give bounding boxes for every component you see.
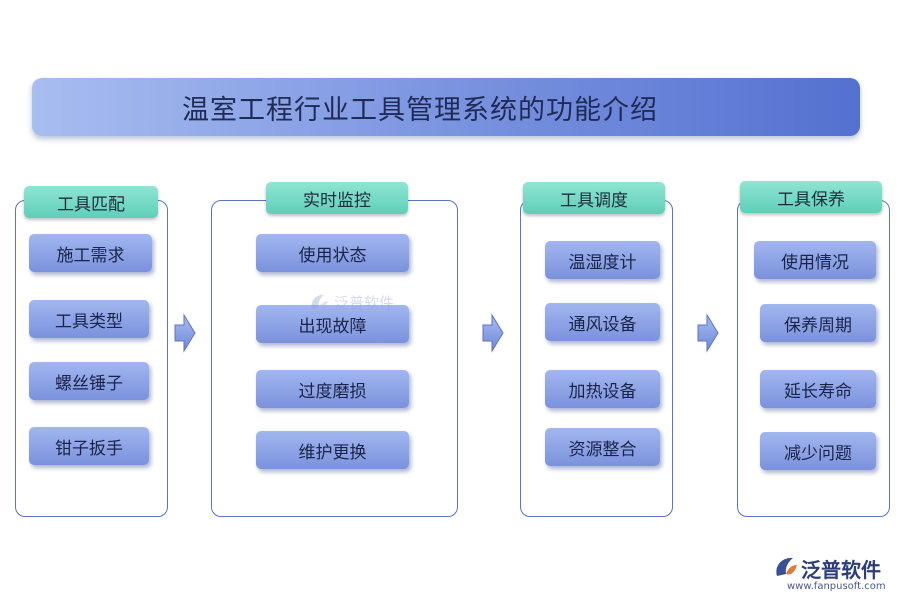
group-label-tool-matching: 工具匹配 xyxy=(24,186,158,218)
item-heating-equipment: 加热设备 xyxy=(545,370,660,408)
logo-url: www.fanpusoft.com xyxy=(787,581,886,592)
watermark: 泛普软件 xyxy=(308,285,418,319)
logo-name: 泛普软件 xyxy=(801,558,881,582)
page-title: 温室工程行业工具管理系统的功能介绍 xyxy=(182,94,658,126)
group-label-realtime-monitoring: 实时监控 xyxy=(266,182,408,214)
item-usage-status: 使用状态 xyxy=(256,234,409,272)
group-label-tool-scheduling: 工具调度 xyxy=(523,182,665,214)
item-excessive-wear: 过度磨损 xyxy=(256,370,409,408)
right-arrow-icon xyxy=(174,313,196,353)
item-extend-lifespan: 延长寿命 xyxy=(760,370,876,408)
fanpu-logo-icon xyxy=(776,557,797,576)
watermark-text: 泛普软件 xyxy=(334,293,395,312)
item-fault-occurrence: 出现故障 xyxy=(256,305,409,343)
item-reduce-problems: 减少问题 xyxy=(760,432,876,470)
group-label-tool-maintenance: 工具保养 xyxy=(740,181,882,213)
item-pliers-wrench: 钳子扳手 xyxy=(29,427,149,465)
fanpu-logo-icon xyxy=(311,294,328,309)
brand-logo: 泛普软件 www.fanpusoft.com xyxy=(773,552,895,596)
item-tool-type: 工具类型 xyxy=(29,300,149,338)
right-arrow-icon xyxy=(482,313,504,353)
item-construction-demand: 施工需求 xyxy=(29,234,152,272)
item-resource-integration: 资源整合 xyxy=(545,428,660,466)
item-screw-hammer: 螺丝锤子 xyxy=(29,362,149,400)
item-usage-condition: 使用情况 xyxy=(754,241,876,279)
item-ventilation-equipment: 通风设备 xyxy=(545,303,660,341)
title-bar: 温室工程行业工具管理系统的功能介绍 xyxy=(32,78,860,136)
item-hygrothermometer: 温湿度计 xyxy=(545,241,660,279)
right-arrow-icon xyxy=(697,313,719,353)
item-maintenance-cycle: 保养周期 xyxy=(760,304,876,342)
item-maintenance-replacement: 维护更换 xyxy=(256,431,409,469)
